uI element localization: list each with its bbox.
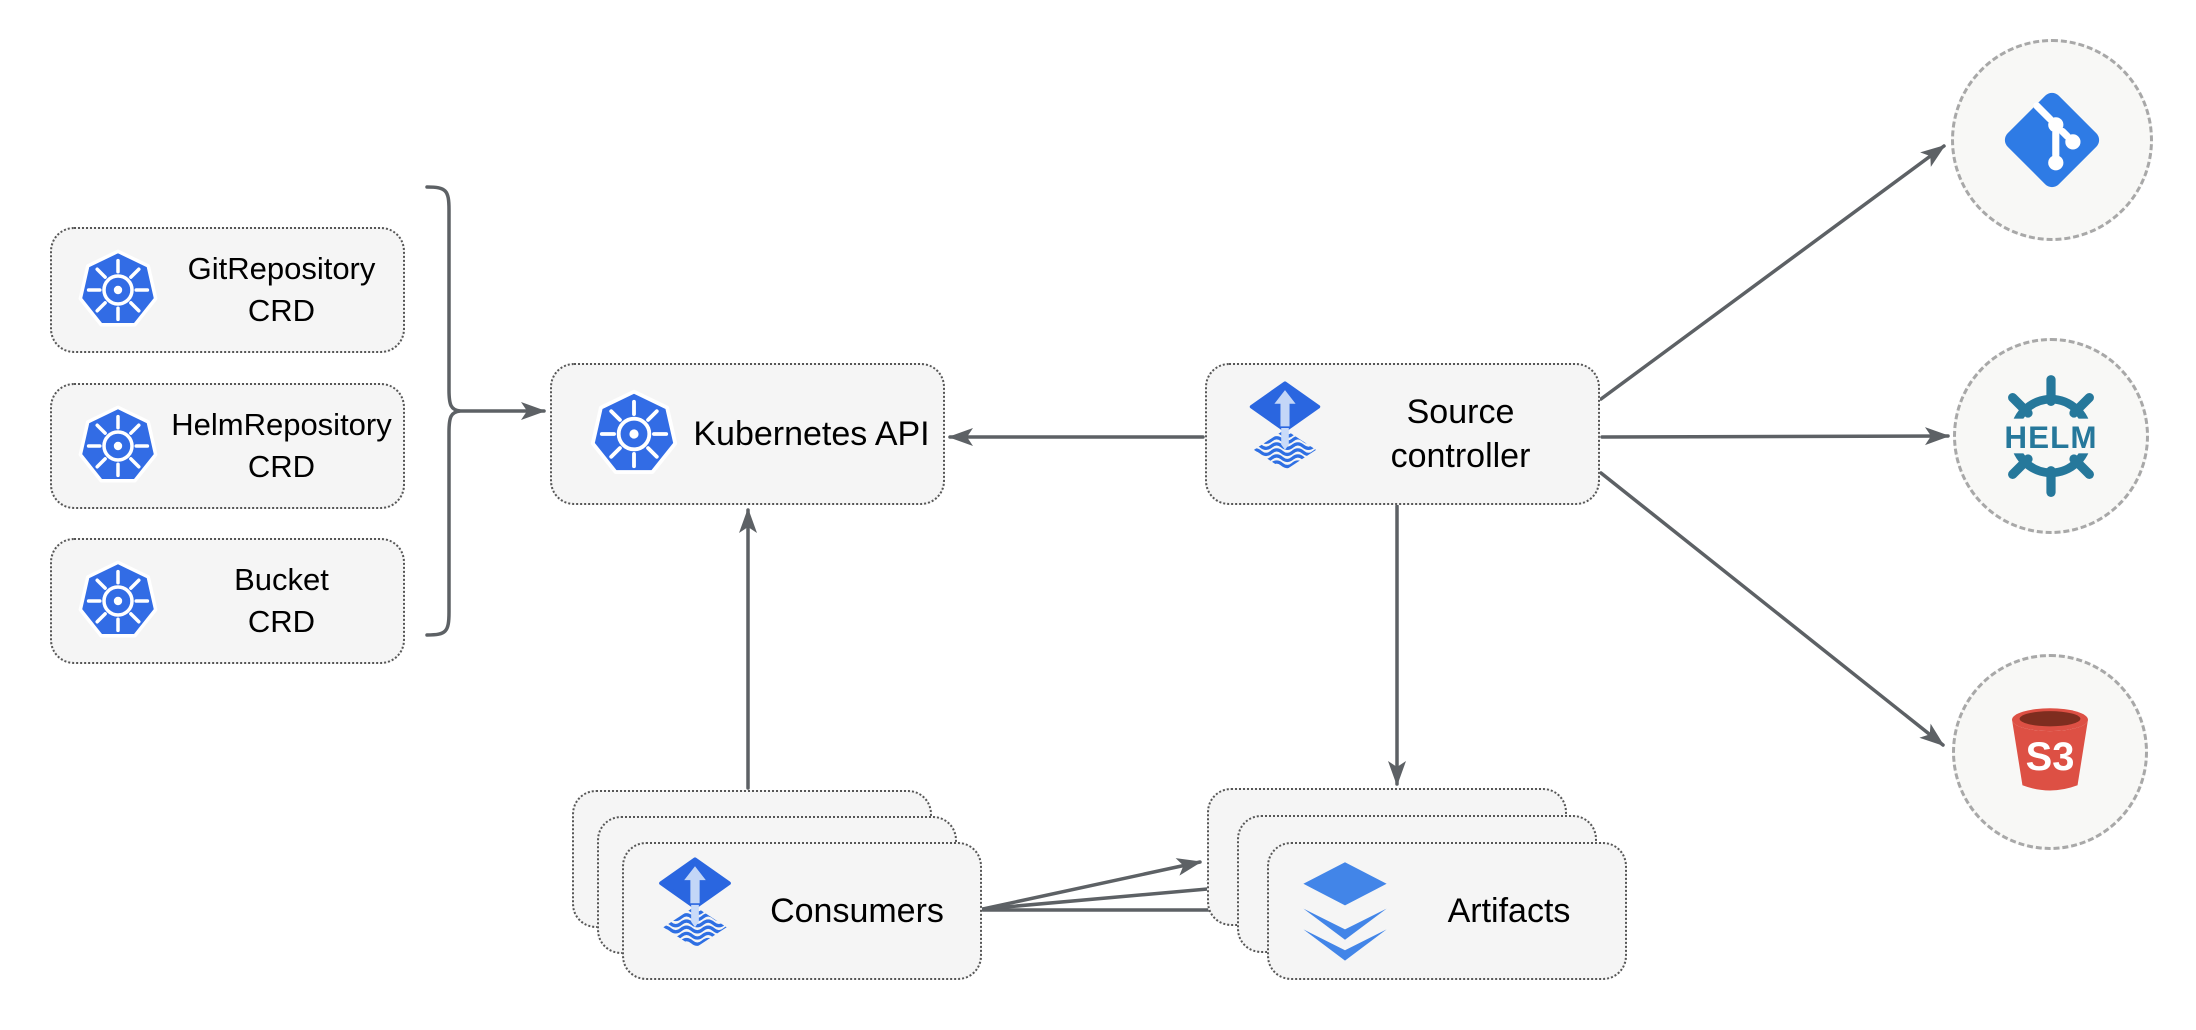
flux-icon (656, 857, 734, 965)
node-label-line2: CRD (247, 604, 316, 639)
kubernetes-icon (76, 248, 160, 332)
node-label-line2: controller (1390, 437, 1531, 475)
node-label-line1: Bucket (234, 562, 329, 597)
node-label: Consumers (734, 889, 980, 933)
node-bucket-crd: Bucket CRD (50, 538, 405, 664)
node-label-line1: Kubernetes API (693, 415, 930, 453)
node-label: Kubernetes API (680, 412, 943, 456)
s3-logo-text: S3 (2026, 735, 2075, 779)
edge-consumers-to-artifacts-2 (981, 880, 1232, 911)
edge-source-to-git (1599, 144, 1946, 401)
node-label: GitRepository CRD (160, 248, 403, 332)
kubernetes-icon (76, 559, 160, 643)
node-label-line1: Consumers (770, 892, 944, 930)
node-label-line1: GitRepository (187, 251, 376, 286)
helm-icon: HELM (2003, 375, 2099, 497)
node-label-line2: CRD (247, 449, 316, 484)
kubernetes-icon (76, 404, 160, 488)
node-artifacts-stack: Artifacts (1207, 788, 1629, 982)
node-label: Artifacts (1393, 889, 1625, 933)
endpoint-s3: S3 (1952, 654, 2148, 850)
node-source-controller: Source controller (1205, 363, 1600, 505)
node-label-line1: Artifacts (1447, 892, 1571, 930)
git-icon (2004, 92, 2100, 188)
node-helmrepository-crd: HelmRepository CRD (50, 383, 405, 509)
layers-icon (1303, 862, 1387, 961)
kubernetes-icon (588, 388, 680, 480)
node-label: Bucket CRD (160, 559, 403, 643)
node-label-line1: HelmRepository (171, 407, 392, 442)
edge-consumers-to-artifacts-1 (981, 858, 1202, 911)
node-consumers-stack: Consumers (572, 790, 984, 982)
node-label: Source controller (1323, 390, 1598, 478)
node-consumers: Consumers (622, 842, 982, 980)
node-artifacts: Artifacts (1267, 842, 1627, 980)
node-label-line2: CRD (247, 293, 316, 328)
endpoint-git (1951, 39, 2153, 241)
node-gitrepository-crd: GitRepository CRD (50, 227, 405, 353)
edge-source-to-s3 (1599, 471, 1945, 747)
edge-source-to-helm (1600, 427, 1950, 446)
node-label: HelmRepository CRD (160, 404, 403, 488)
flux-icon (1247, 381, 1323, 487)
node-label-line1: Source (1406, 393, 1515, 431)
node-kubernetes-api: Kubernetes API (550, 363, 945, 505)
crd-group-bracket (425, 185, 461, 637)
endpoint-helm: HELM (1953, 338, 2149, 534)
helm-logo-text: HELM (2004, 420, 2097, 455)
s3-bucket-icon: S3 (2012, 708, 2088, 791)
